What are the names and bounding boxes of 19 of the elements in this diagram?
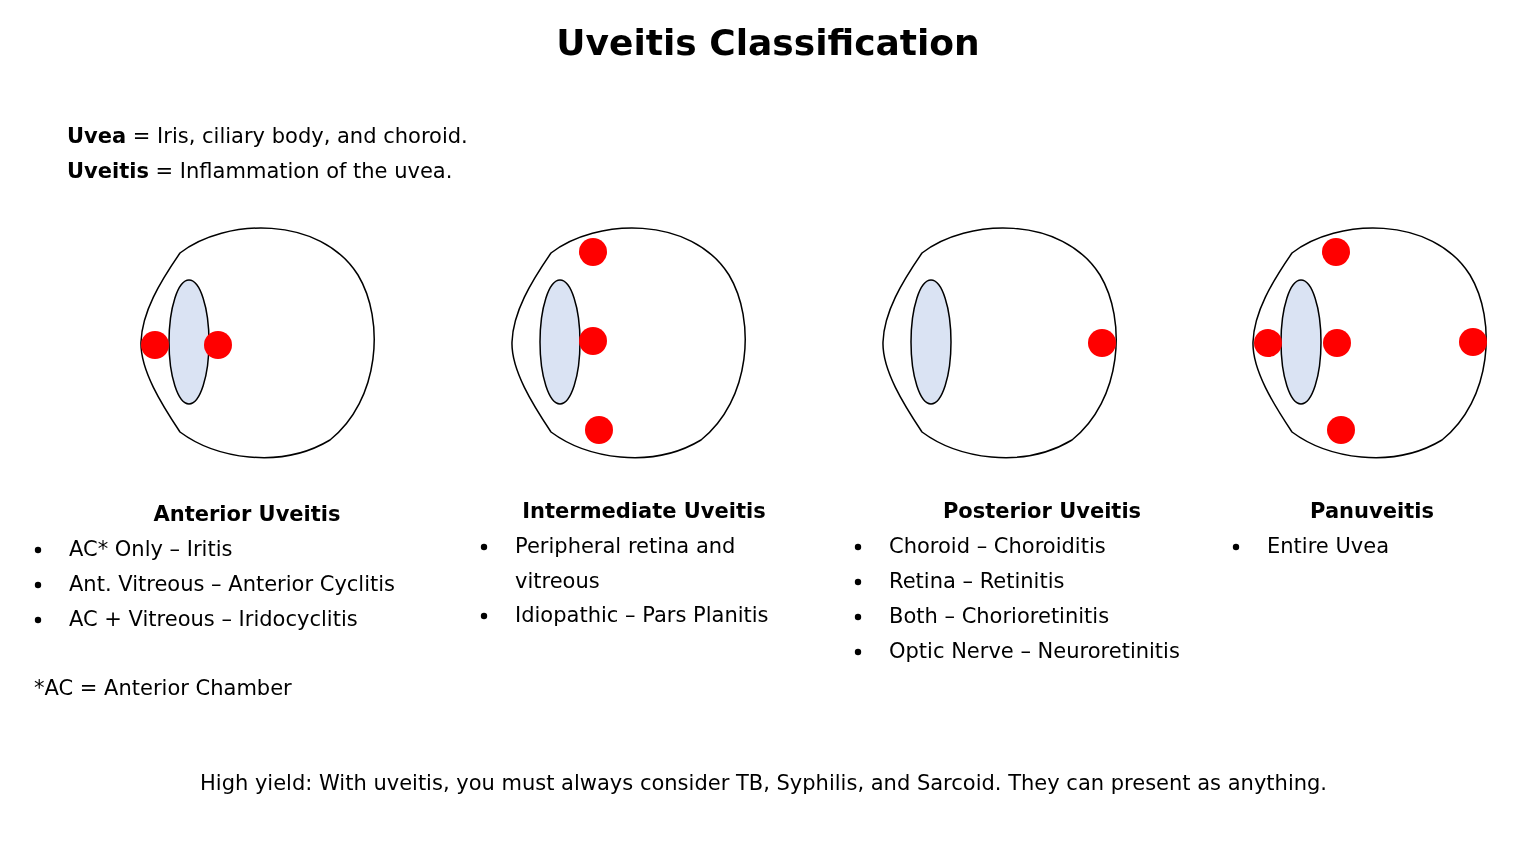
list-item: Optic Nerve – Neuroretinitis	[889, 638, 1180, 665]
column-heading: Anterior Uveitis	[153, 501, 341, 528]
note-text: *AC = Anterior Chamber	[34, 675, 292, 702]
title: Uveitis Classification	[555, 22, 981, 63]
column-heading: Panuveitis	[1310, 498, 1434, 525]
list-item: AC* Only – Iritis	[69, 536, 233, 563]
list-item: Both – Chorioretinitis	[889, 603, 1110, 630]
definition-text: Uveitis = Inflammation of the uvea.	[67, 158, 453, 185]
definition-text: Uvea = Iris, ciliary body, and choroid.	[67, 123, 468, 150]
list-item: Idiopathic – Pars Planitis	[515, 602, 769, 629]
list-item: AC + Vitreous – Iridocyclitis	[69, 606, 358, 633]
list-item: Choroid – Choroiditis	[889, 533, 1106, 560]
column-heading: Intermediate Uveitis	[522, 498, 766, 525]
list-item: Peripheral retina and vitreous	[515, 533, 737, 595]
note-text: High yield: With uveitis, you must always consider TB, Syphilis, and Sarcoid. They can present as anything.	[200, 770, 1328, 797]
list-item: Ant. Vitreous – Anterior Cyclitis	[69, 571, 396, 598]
list-item: Entire Uvea	[1267, 533, 1389, 560]
column-heading: Posterior Uveitis	[942, 498, 1142, 525]
list-item: Retina – Retinitis	[889, 568, 1065, 595]
